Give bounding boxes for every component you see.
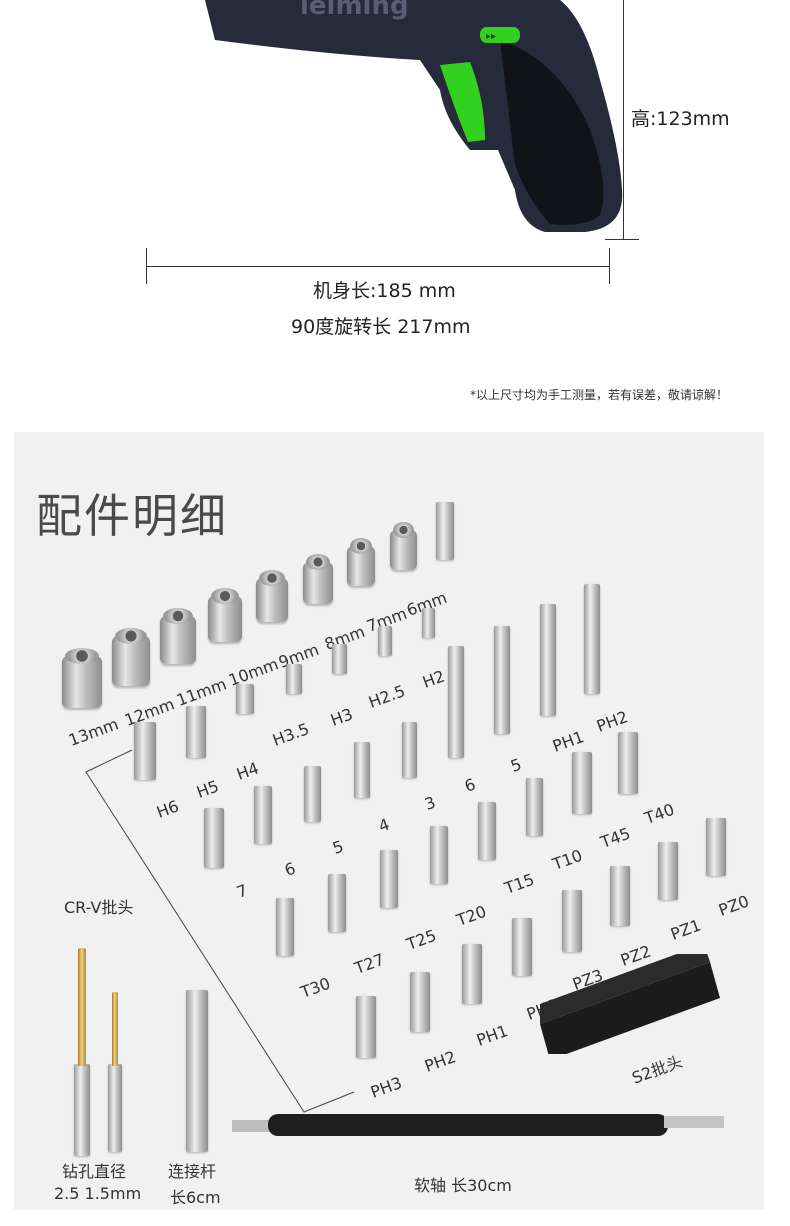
drill-bit-tip [78,948,86,1066]
socket-12mm [112,628,150,686]
phillips-long-bit [584,584,600,694]
hex-bit [134,722,156,780]
slotted-long-bit [448,646,464,758]
s2-bit-holder [540,954,720,1054]
slotted-bit [402,722,417,778]
hex-bit [286,664,302,694]
phillips-long-bit [540,604,556,716]
drill-label: 钻孔直径 [62,1162,127,1181]
phillips-bit [356,996,376,1058]
pozi-bit [706,818,726,876]
hex-bit [236,684,254,714]
socket-adapter [436,502,454,560]
torx-bit [380,850,398,908]
socket-8mm [303,554,333,604]
brand-text: leiming [300,0,409,21]
socket-13mm [62,648,102,708]
measurement-disclaimer: *以上尺寸均为手工测量，若有误差，敬请谅解！ [470,388,729,402]
hex-bit [332,644,347,674]
pozi-bit [610,866,630,926]
accessories-panel: 配件明细 13mm 12mm 11mm 10mm 9mm 8mm 7mm 6mm… [14,432,764,1210]
socket-11mm [160,608,196,664]
hex-bit [378,626,392,656]
accessories-title: 配件明细 [36,489,228,543]
drill-bit-tip [112,992,118,1066]
phillips-bit [410,972,430,1032]
torx-bit [328,874,346,932]
slotted-bit [354,742,370,798]
rotated-length-label: 90度旋转长 217mm [291,316,471,338]
socket-6mm [390,522,417,570]
extension-length-label: 长6cm [170,1188,221,1207]
drill-size-label: 2.5 1.5mm [54,1184,142,1203]
slotted-bit [304,766,321,822]
torx-bit [526,778,543,836]
height-dimension-line [623,0,624,240]
torx-bit [618,732,638,794]
flex-shaft-label: 软轴 长30cm [414,1176,512,1195]
crv-label: CR-V批头 [64,898,134,917]
length-dimension-line [146,266,610,267]
height-dimension-tick [605,239,639,240]
extension-label: 连接杆 [168,1162,217,1181]
torx-bit [478,802,496,860]
phillips-bit [462,944,482,1004]
flexible-shaft [232,1114,724,1136]
socket-10mm [208,588,242,642]
button-glyph: ▸▸ [486,31,496,42]
torx-bit [430,826,448,884]
length-dimension-tick-right [609,248,610,284]
socket-7mm [347,538,375,586]
pozi-bit [562,890,582,952]
socket-9mm [256,570,288,622]
hex-bit [186,706,206,758]
torx-bit [276,898,294,956]
slotted-bit [204,808,224,868]
height-label: 高:123mm [631,108,730,130]
drill-bit [74,1064,90,1156]
slotted-bit [254,786,272,844]
pozi-bit [658,842,678,900]
slotted-long-bit [494,626,510,734]
hex-bit [422,608,435,638]
phillips-bit [512,918,532,976]
crv-bracket [85,749,355,1113]
extension-bar [186,990,208,1152]
dimension-section: ▸▸ leiming 高:123mm 机身长:185 mm 90度旋转长 217… [0,0,790,420]
screwdriver-image: ▸▸ leiming [205,0,623,232]
drill-bit [108,1064,122,1152]
length-label: 机身长:185 mm [313,280,456,302]
length-dimension-tick-left [146,248,147,284]
torx-bit [572,752,592,814]
